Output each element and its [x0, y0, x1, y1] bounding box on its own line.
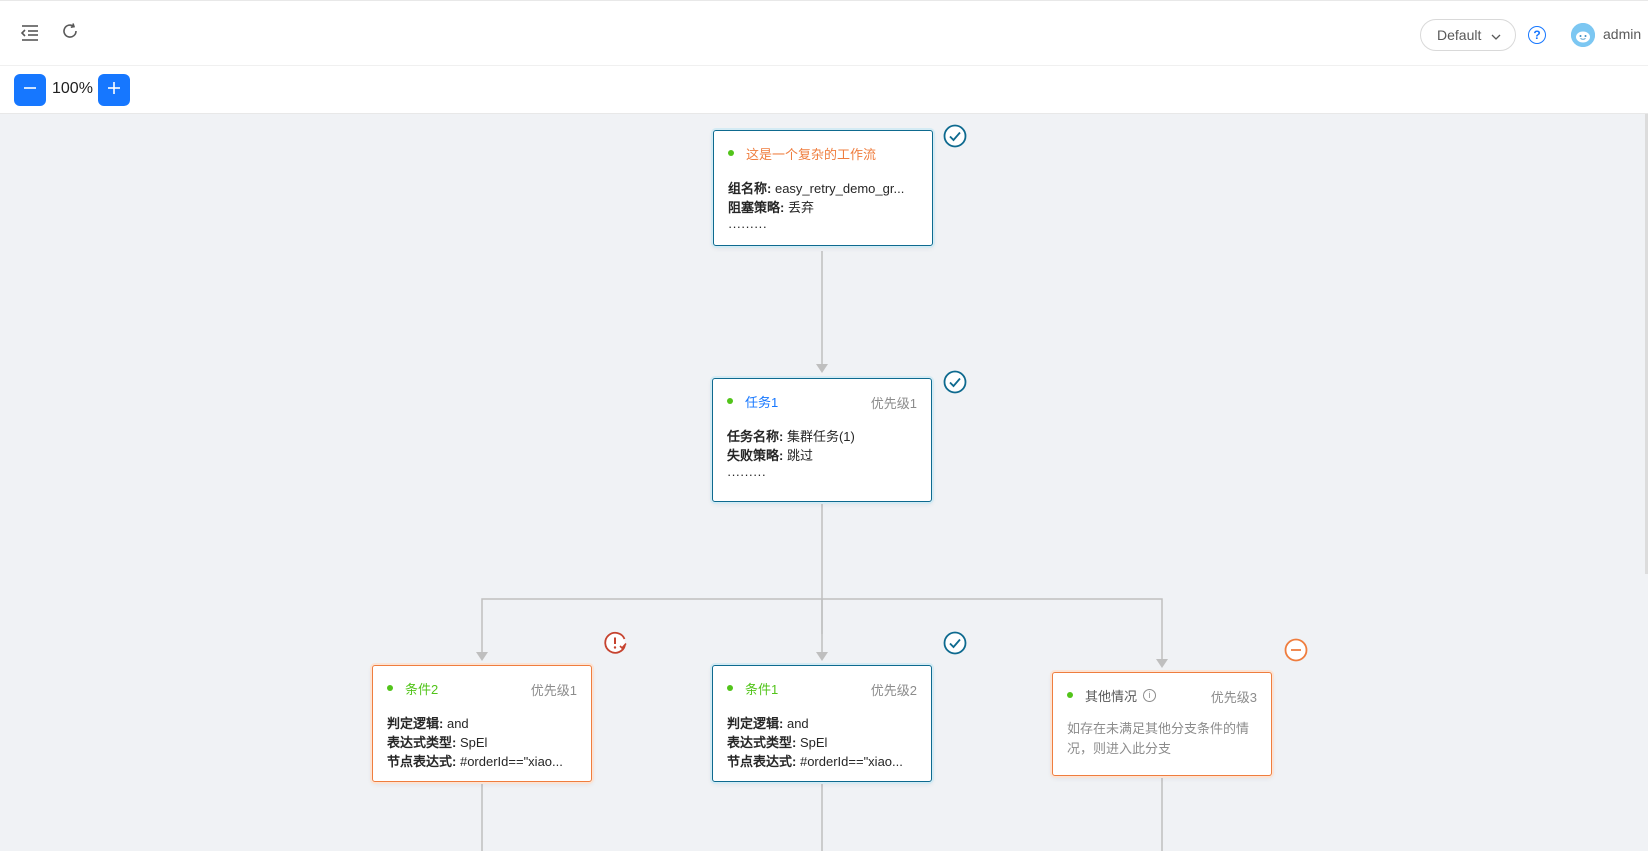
status-dot [728, 150, 734, 156]
menu-fold-icon[interactable] [18, 21, 42, 45]
node-title: 任务1 优先级1 [727, 391, 917, 411]
node-title-text: 这是一个复杂的工作流 [746, 146, 877, 162]
node-title: 条件2 优先级1 [387, 678, 577, 698]
field-label: 表达式类型: [727, 735, 797, 750]
vertical-scrollbar[interactable] [1645, 114, 1648, 574]
zoom-in-button[interactable] [98, 74, 130, 106]
check-circle-icon [943, 631, 967, 655]
more-indicator: ········· [728, 219, 767, 234]
condition-node-1[interactable]: 条件1 优先级2 判定逻辑: and 表达式类型: SpEl 节点表达式: #o… [712, 665, 932, 782]
minus-circle-icon [1284, 638, 1308, 662]
status-dot [1067, 692, 1073, 698]
field-value: 跳过 [786, 448, 813, 463]
node-body: 组名称: easy_retry_demo_gr... 阻塞策略: 丢弃 ····… [728, 179, 922, 236]
field-value: easy_retry_demo_gr... [774, 181, 905, 196]
node-title-text: 任务1 [745, 394, 779, 410]
node-body: 如存在未满足其他分支条件的情况，则进入此分支 [1067, 719, 1261, 759]
top-header: Default ? admin [0, 0, 1648, 66]
field-label: 节点表达式: [387, 754, 457, 769]
field-label: 判定逻辑: [387, 716, 444, 731]
info-icon[interactable]: i [1143, 688, 1157, 702]
workflow-connectors [476, 251, 1168, 851]
node-title-text: 条件2 [405, 681, 439, 697]
status-dot [727, 398, 733, 404]
node-body: 任务名称: 集群任务(1) 失败策略: 跳过 ········· [727, 427, 921, 484]
namespace-label: Default [1437, 27, 1482, 43]
plus-icon [107, 81, 121, 100]
field-value: and [446, 716, 469, 731]
namespace-select[interactable]: Default [1420, 19, 1516, 51]
field-value: 集群任务(1) [786, 429, 855, 444]
field-value: SpEl [799, 735, 828, 750]
field-value: 丢弃 [787, 200, 814, 215]
field-value: and [786, 716, 809, 731]
field-label: 阻塞策略: [728, 200, 785, 215]
chevron-down-icon [1491, 29, 1501, 45]
node-title-text: 其他情况 [1085, 688, 1138, 704]
field-label: 判定逻辑: [727, 716, 784, 731]
minus-icon [23, 81, 37, 100]
more-indicator: ········· [727, 467, 766, 482]
task-node-1[interactable]: 任务1 优先级1 任务名称: 集群任务(1) 失败策略: 跳过 ········… [712, 378, 932, 502]
node-title-text: 条件1 [745, 681, 779, 697]
status-dot [387, 685, 393, 691]
zoom-out-button[interactable] [14, 74, 46, 106]
warning-clock-icon [604, 631, 628, 655]
reload-icon[interactable] [58, 19, 82, 43]
field-value: #orderId=="xiao... [799, 754, 903, 769]
question-icon[interactable]: ? [1528, 26, 1546, 44]
branch-description: 如存在未满足其他分支条件的情况，则进入此分支 [1067, 721, 1250, 756]
workflow-root-node[interactable]: 这是一个复杂的工作流 组名称: easy_retry_demo_gr... 阻塞… [713, 130, 933, 246]
zoom-toolbar: 100% [0, 66, 1648, 114]
node-body: 判定逻辑: and 表达式类型: SpEl 节点表达式: #orderId=="… [727, 714, 921, 771]
avatar[interactable] [1571, 23, 1595, 47]
priority-label: 优先级1 [870, 396, 917, 411]
check-circle-icon [943, 124, 967, 148]
workflow-canvas[interactable]: 这是一个复杂的工作流 组名称: easy_retry_demo_gr... 阻塞… [0, 114, 1648, 851]
field-label: 失败策略: [727, 448, 784, 463]
field-label: 表达式类型: [387, 735, 457, 750]
field-label: 节点表达式: [727, 754, 797, 769]
other-branch-node[interactable]: 其他情况 i 优先级3 如存在未满足其他分支条件的情况，则进入此分支 [1052, 672, 1272, 776]
node-title: 条件1 优先级2 [727, 678, 917, 698]
field-value: #orderId=="xiao... [459, 754, 563, 769]
priority-label: 优先级1 [530, 683, 577, 698]
priority-label: 优先级2 [870, 683, 917, 698]
condition-node-2[interactable]: 条件2 优先级1 判定逻辑: and 表达式类型: SpEl 节点表达式: #o… [372, 665, 592, 782]
field-value: SpEl [459, 735, 488, 750]
username[interactable]: admin [1603, 26, 1642, 42]
priority-label: 优先级3 [1210, 690, 1257, 705]
node-title: 其他情况 i 优先级3 [1067, 685, 1257, 705]
node-body: 判定逻辑: and 表达式类型: SpEl 节点表达式: #orderId=="… [387, 714, 581, 771]
check-circle-icon [943, 370, 967, 394]
field-label: 任务名称: [727, 429, 784, 444]
zoom-level: 100% [52, 80, 93, 97]
status-dot [727, 685, 733, 691]
node-title: 这是一个复杂的工作流 [728, 143, 918, 163]
field-label: 组名称: [728, 181, 772, 196]
